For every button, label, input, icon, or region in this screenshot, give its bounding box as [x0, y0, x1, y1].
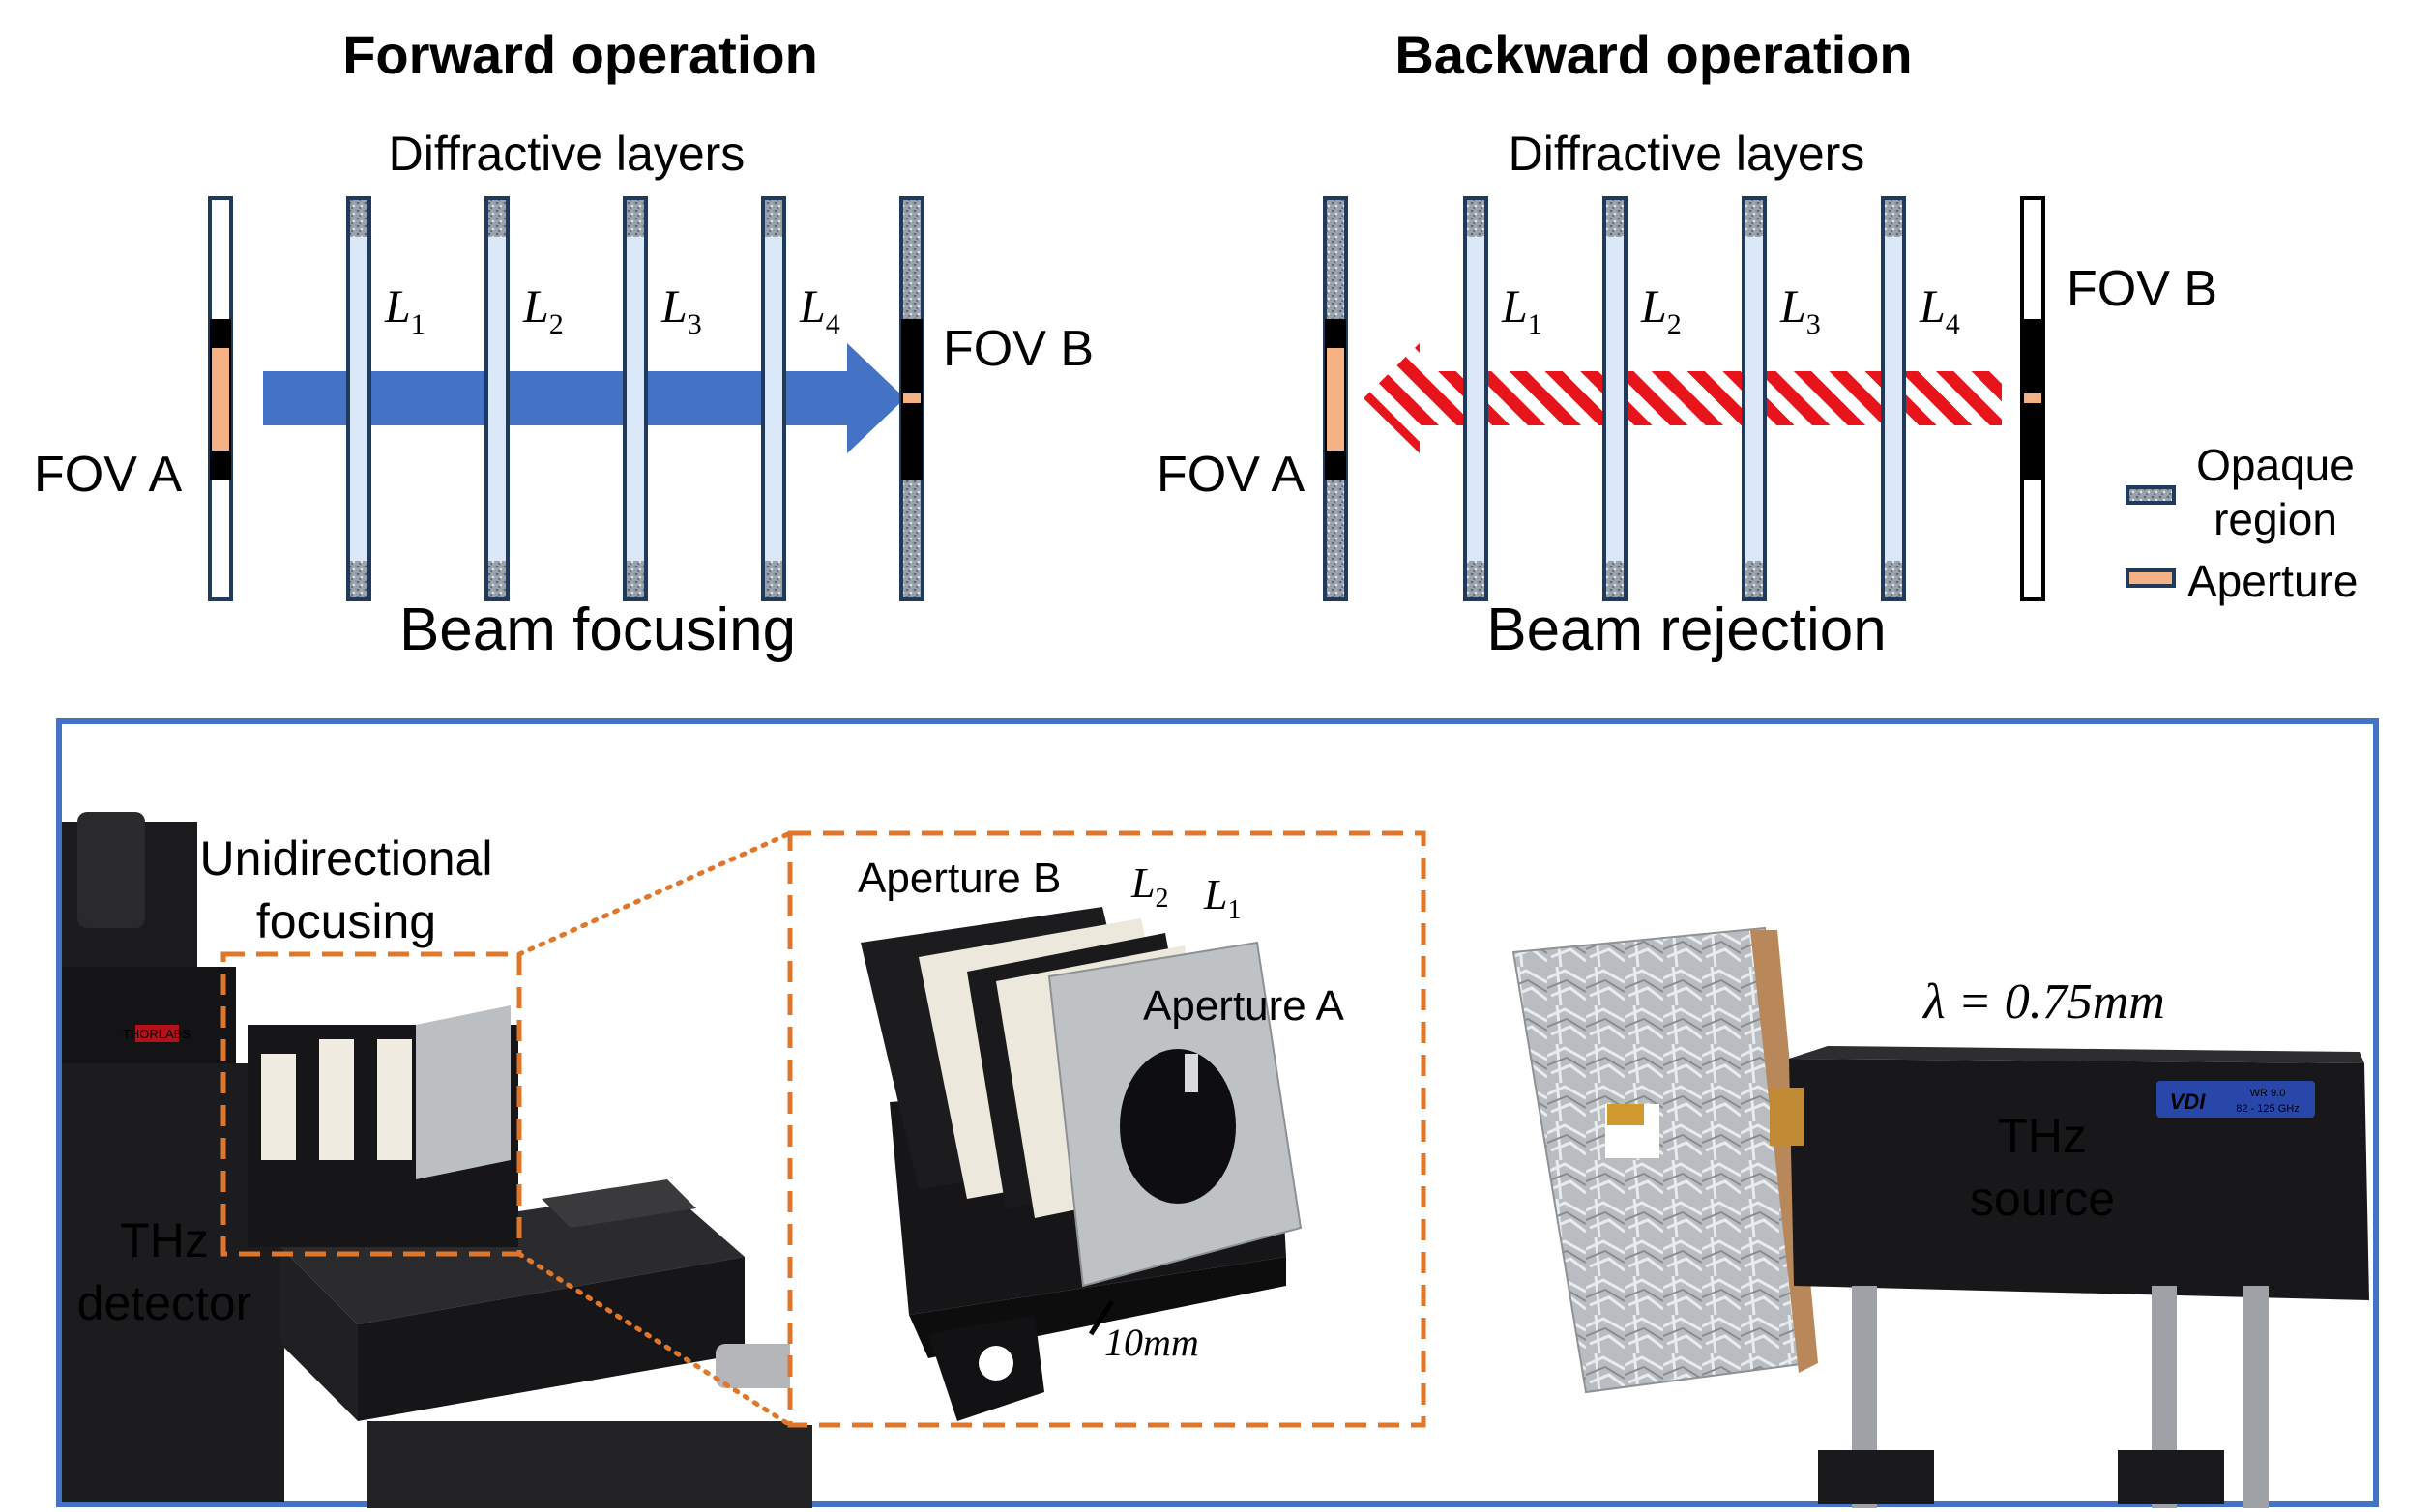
backward-fov-b-plane [2020, 196, 2045, 601]
backward-layer-label-4: L4 [1919, 281, 1960, 340]
unidirectional-label-line1: Unidirectional [200, 831, 493, 886]
backward-diffractive-layers [1463, 196, 1906, 601]
legend-opaque-swatch [2126, 485, 2176, 505]
aperture-b-label: Aperture B [858, 855, 1061, 902]
vdi-logo: VDI [2170, 1090, 2207, 1114]
forward-layer-2 [484, 196, 510, 601]
backward-layer-label-2: L2 [1640, 281, 1682, 340]
forward-layers-label: Diffractive layers [389, 127, 746, 181]
forward-layer-1 [346, 196, 371, 601]
backward-layers-label: Diffractive layers [1509, 127, 1865, 181]
forward-layer-4 [761, 196, 786, 601]
thz-detector-assembly: THORLABS [62, 812, 928, 1508]
backward-layer-label-3: L3 [1779, 281, 1821, 340]
backward-fov-a-plane [1323, 196, 1348, 601]
backward-layer-label-1: L1 [1501, 281, 1542, 340]
forward-title: Forward operation [342, 24, 818, 85]
legend: Opaque region Aperture [2126, 440, 2358, 606]
backward-layer-3 [1742, 196, 1767, 601]
forward-beam-arrow [263, 343, 905, 453]
thz-source-label-line2: source [1970, 1172, 2115, 1226]
sample-highlight-box [220, 951, 522, 1257]
backward-panel: Backward operation Diffractive layers [1157, 24, 2217, 663]
forward-layer-label-3: L3 [660, 281, 702, 340]
backward-beam-arrow [1364, 343, 2002, 453]
backward-fov-b-label: FOV B [2067, 261, 2217, 317]
scale-bar [1088, 1299, 1115, 1336]
legend-aperture-swatch [2126, 568, 2176, 588]
vdi-band: WR 9.0 [2250, 1088, 2286, 1099]
forward-fov-a-plane [208, 196, 233, 601]
legend-opaque-line1: Opaque [2196, 440, 2355, 490]
legend-opaque-line2: region [2214, 494, 2337, 544]
forward-fov-b-plane [899, 196, 924, 601]
backward-caption: Beam rejection [1486, 596, 1887, 663]
inset-connector-bottom [516, 1251, 793, 1428]
forward-diffractive-layers [346, 196, 786, 601]
inset-l1-label: L1 [1203, 871, 1241, 925]
forward-layer-label-1: L1 [384, 281, 425, 340]
wavelength-label: λ = 0.75mm [1921, 974, 2165, 1030]
vdi-range: 82 - 125 GHz [2236, 1103, 2299, 1115]
legend-aperture-label: Aperture [2187, 556, 2358, 606]
inset-sample-holder [861, 907, 1303, 1421]
backward-layer-2 [1602, 196, 1628, 601]
forward-panel: Forward operation Diffractive layers [34, 24, 1094, 663]
thz-detector-label-line1: THz [120, 1213, 209, 1267]
forward-layer-3 [623, 196, 648, 601]
photo-panel: THORLABS Unidirectional focusing THz det… [56, 718, 2379, 1508]
forward-layer-label-4: L4 [799, 281, 840, 340]
thorlabs-tag: THORLABS [123, 1027, 191, 1041]
forward-fov-b-label: FOV B [943, 321, 1094, 377]
inset-l2-label: L2 [1130, 859, 1168, 914]
thz-source: VDI WR 9.0 82 - 125 GHz [1770, 1046, 2369, 1508]
thz-source-label-line1: THz [1998, 1109, 2087, 1163]
forward-caption: Beam focusing [399, 596, 796, 663]
forward-fov-a-label: FOV A [34, 447, 182, 503]
backward-layer-1 [1463, 196, 1488, 601]
backward-layer-4 [1881, 196, 1906, 601]
thz-detector-label-line2: detector [77, 1276, 252, 1330]
forward-layer-label-2: L2 [522, 281, 564, 340]
inset-connector-top [516, 830, 793, 957]
backward-title: Backward operation [1394, 24, 1912, 85]
backward-fov-a-label: FOV A [1157, 447, 1305, 503]
unidirectional-label-line2: focusing [256, 894, 436, 948]
scale-bar-label: 10mm [1104, 1321, 1199, 1364]
aperture-a-label: Aperture A [1143, 982, 1345, 1030]
